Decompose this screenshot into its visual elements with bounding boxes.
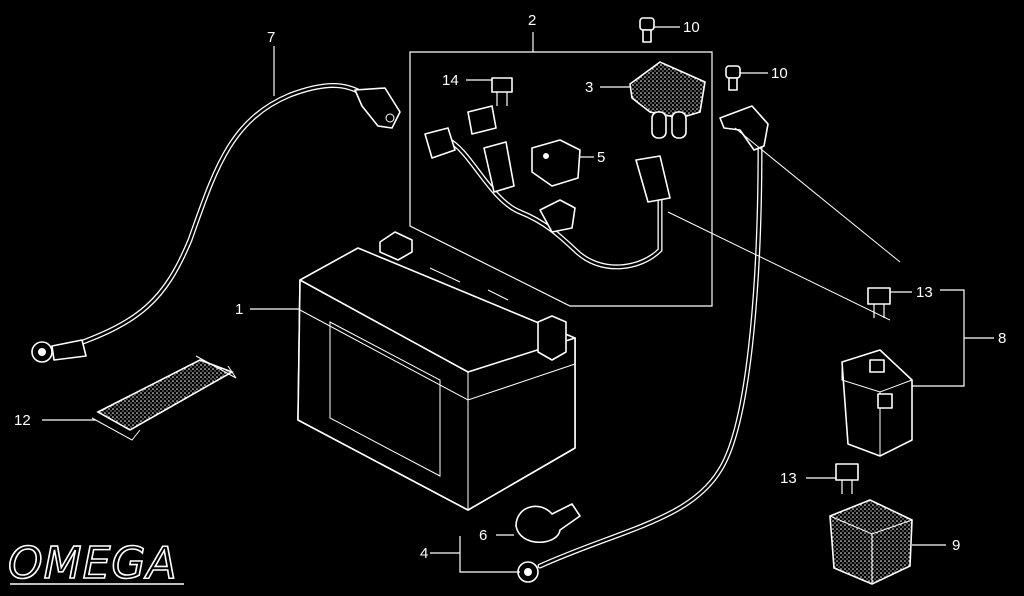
callout-labels: 1 2 3 4 5 6 7 8 9 10 10 12 13 13 14 xyxy=(14,12,1006,562)
assembly-box-2 xyxy=(409,32,713,307)
callout-8: 8 xyxy=(998,330,1006,347)
fuse-13-lower xyxy=(806,463,859,494)
relay-cover-9 xyxy=(829,499,946,585)
callout-7: 7 xyxy=(267,29,275,46)
callout-4: 4 xyxy=(420,545,428,562)
battery-strap-12 xyxy=(42,355,237,441)
starter-relay-8 xyxy=(841,289,994,457)
terminal-cover-3 xyxy=(600,61,706,139)
omega-watermark-logo: OMEGA xyxy=(8,538,178,589)
battery-cable-7 xyxy=(31,46,401,363)
callout-3: 3 xyxy=(585,79,593,96)
callout-13-upper: 13 xyxy=(916,284,933,301)
callout-6: 6 xyxy=(479,527,487,544)
bolt-10-upper xyxy=(639,17,680,43)
fuse-14 xyxy=(466,77,513,106)
callout-1: 1 xyxy=(235,301,243,318)
fuse-13-upper xyxy=(867,287,912,318)
callout-9: 9 xyxy=(952,537,960,554)
reference-lines xyxy=(667,127,901,321)
terminal-cap-6 xyxy=(496,503,581,543)
callout-14: 14 xyxy=(442,72,459,89)
wire-harness xyxy=(424,105,671,270)
bolt-10-lower xyxy=(725,65,768,91)
battery-1 xyxy=(250,231,576,511)
callout-10-upper: 10 xyxy=(683,19,700,36)
callout-5: 5 xyxy=(597,149,605,166)
cover-5 xyxy=(531,139,594,187)
callout-10-lower: 10 xyxy=(771,65,788,82)
callout-12: 12 xyxy=(14,412,31,429)
callout-13-lower: 13 xyxy=(780,470,797,487)
callout-2: 2 xyxy=(528,12,536,29)
